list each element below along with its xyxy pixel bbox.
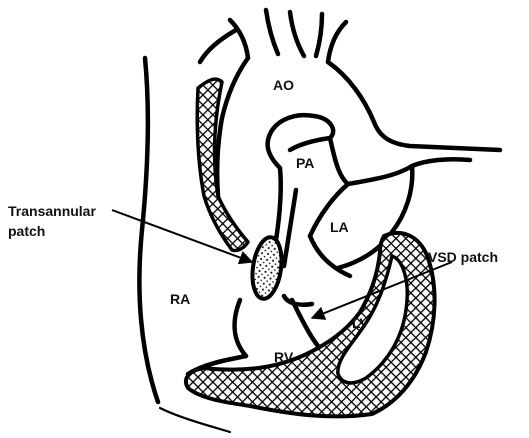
outflow-curve	[284, 296, 312, 305]
aorta-lower-wall	[348, 159, 470, 184]
transannular-patch	[249, 235, 285, 300]
label-rv: RV	[274, 349, 294, 365]
pulmonary-artery-mid-wall	[284, 190, 296, 266]
aortic-branches	[200, 10, 346, 62]
pulmonary-artery-left-wall	[268, 140, 281, 240]
diaphragm-line	[160, 408, 230, 432]
callout-vsd-patch: VSD patch	[428, 249, 498, 265]
label-ao: AO	[273, 77, 294, 93]
label-pa: PA	[296, 155, 314, 171]
heart-outer-left-border	[139, 58, 158, 402]
aorta-outline	[217, 58, 248, 196]
callout-transannular-line1: Transannular	[8, 203, 96, 219]
right-atrium-wall	[235, 300, 246, 356]
label-ra: RA	[170, 291, 190, 307]
label-la: LA	[330, 219, 349, 235]
aorta-right-wall	[328, 62, 500, 150]
atrial-septum-line	[310, 236, 350, 276]
callout-transannular-line2: patch	[8, 223, 45, 239]
left-vessel-hatched-strip	[197, 79, 248, 250]
pulmonary-artery-outline	[268, 115, 333, 150]
label-lv: LV	[352, 315, 370, 331]
